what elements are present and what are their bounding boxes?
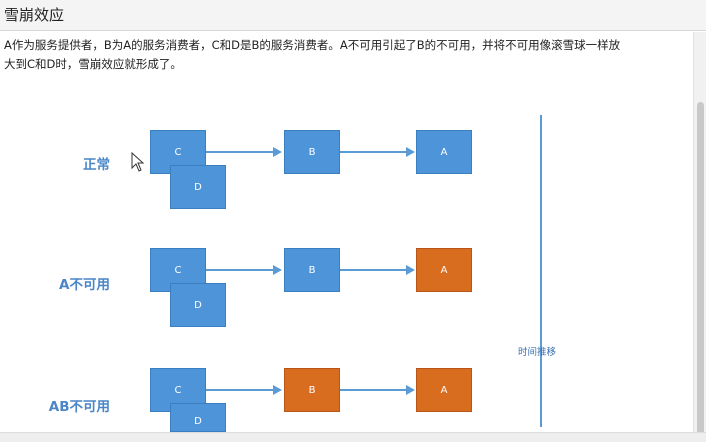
arrow-head-c-b-row1: [273, 147, 282, 157]
horizontal-scrollbar[interactable]: [0, 432, 706, 442]
node-a-row2-failed: A: [416, 248, 472, 292]
time-axis-label: 时间推移: [518, 347, 557, 358]
arrow-b-a-row2: [340, 269, 406, 271]
page-title: 雪崩效应: [4, 6, 65, 24]
node-b-row2: B: [284, 248, 340, 292]
arrow-head-b-a-row1: [406, 147, 415, 157]
node-d-row2: D: [170, 283, 226, 327]
row-label-a-unavailable: A不可用: [59, 277, 110, 293]
time-axis-line: [540, 115, 542, 427]
node-b-row3-failed: B: [284, 368, 340, 412]
row-label-normal: 正常: [83, 157, 110, 173]
row-label-ab-unavailable: AB不可用: [48, 399, 110, 415]
node-b-row1: B: [284, 130, 340, 174]
arrow-c-b-row1: [206, 151, 273, 153]
arrow-c-b-row2: [206, 269, 273, 271]
node-a-row3-failed: A: [416, 368, 472, 412]
arrow-b-a-row1: [340, 151, 406, 153]
vertical-scroll-thumb[interactable]: [697, 102, 704, 442]
description-paragraph: A作为服务提供者，B为A的服务消费者，C和D是B的服务消费者。A不可用引起了B的…: [4, 36, 696, 74]
node-a-row1: A: [416, 130, 472, 174]
arrow-head-c-b-row3: [273, 385, 282, 395]
arrow-c-b-row3: [206, 389, 273, 391]
arrow-head-b-a-row2: [406, 265, 415, 275]
node-d-row3: D: [170, 403, 226, 432]
arrow-head-c-b-row2: [273, 265, 282, 275]
description-line-1: A作为服务提供者，B为A的服务消费者，C和D是B的服务消费者。A不可用引起了B的…: [4, 38, 621, 52]
vertical-scrollbar[interactable]: [693, 32, 706, 442]
mouse-cursor-icon: [131, 152, 145, 172]
title-bar: 雪崩效应: [0, 0, 706, 31]
arrow-head-b-a-row3: [406, 385, 415, 395]
node-d-row1: D: [170, 165, 226, 209]
description-line-2: 大到C和D时，雪崩效应就形成了。: [4, 57, 182, 71]
arrow-b-a-row3: [340, 389, 406, 391]
